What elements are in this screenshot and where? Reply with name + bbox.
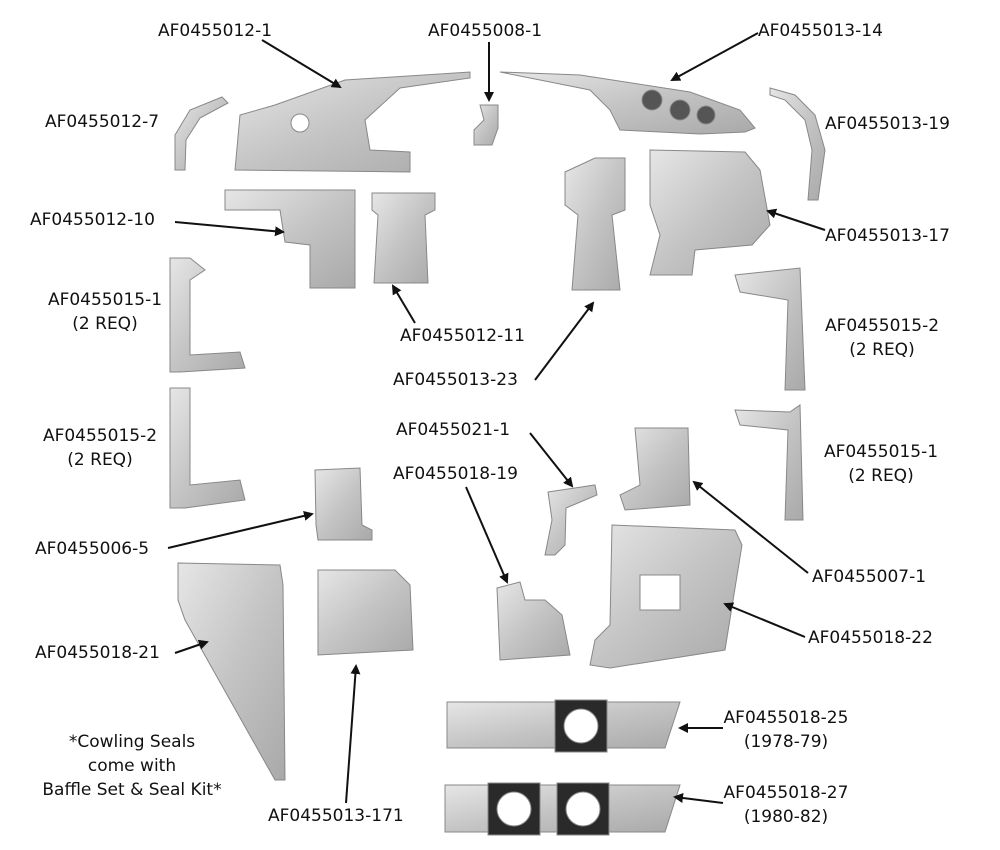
arrow-af0455013-171: [345, 664, 361, 804]
arrow-af0455018-21: [174, 639, 209, 654]
label-af0455007-1: AF0455007-1: [812, 567, 927, 587]
part-af0455015-1-right: [734, 404, 804, 521]
part-af0455012-11: [371, 192, 436, 284]
part-hole: [641, 89, 663, 111]
label-af0455013-171: AF0455013-171: [268, 806, 404, 826]
arrow-af0455018-22: [723, 602, 806, 638]
label-af0455015-1-left: AF0455015-1: [47, 290, 163, 310]
label-af0455018-19: AF0455018-19: [393, 464, 518, 484]
label-af0455006-5: AF0455006-5: [35, 539, 150, 559]
label-af0455013-23: AF0455013-23: [393, 370, 518, 390]
label-af0455013-19: AF0455013-19: [825, 114, 950, 134]
part-af0455006-5: [314, 467, 373, 541]
part-cutout: [639, 574, 681, 611]
label-af0455015-1-right: AF0455015-1: [823, 442, 939, 462]
part-af0455012-7: [174, 96, 229, 171]
label-af0455012-1: AF0455012-1: [158, 21, 273, 41]
part-hole: [696, 105, 716, 125]
label-af0455013-17: AF0455013-17: [825, 226, 950, 246]
part-af0455013-171: [317, 569, 414, 656]
part-hole: [563, 708, 599, 744]
part-af0455007-1: [619, 427, 691, 511]
arrow-af0455013-17: [766, 208, 826, 231]
part-af0455015-2-left: [169, 387, 246, 509]
label-af0455018-21: AF0455018-21: [35, 643, 160, 663]
arrow-af0455006-5: [167, 510, 314, 549]
label-af0455013-14: AF0455013-14: [758, 21, 883, 41]
part-af0455013-19: [769, 87, 826, 201]
part-hole: [496, 791, 532, 827]
part-hole: [565, 791, 601, 827]
label-af0455018-22: AF0455018-22: [808, 628, 933, 648]
label-af0455018-27-years: (1980-82): [743, 807, 829, 827]
part-af0455013-14: [499, 71, 756, 135]
label-af0455018-27: AF0455018-27: [723, 783, 849, 803]
label-af0455012-11: AF0455012-11: [400, 326, 525, 346]
arrow-af0455012-11: [391, 284, 416, 324]
part-af0455012-10: [224, 189, 356, 289]
arrow-af0455021-1: [529, 432, 574, 488]
note-line-3: Baffle Set & Seal Kit*: [42, 780, 222, 800]
label-af0455012-7: AF0455012-7: [45, 112, 160, 132]
label-af0455008-1: AF0455008-1: [428, 21, 543, 41]
label-af0455021-1: AF0455021-1: [396, 420, 511, 440]
label-af0455015-1-left-req: (2 REQ): [72, 314, 138, 334]
part-hole: [669, 99, 691, 121]
arrow-af0455018-27: [673, 793, 724, 804]
part-hole: [290, 113, 310, 133]
part-af0455021-1: [544, 484, 598, 556]
arrow-af0455013-14: [670, 32, 759, 81]
arrow-af0455007-1: [692, 480, 809, 574]
part-af0455008-1: [473, 104, 499, 146]
label-af0455012-10: AF0455012-10: [30, 210, 155, 230]
label-af0455018-25-years: (1978-79): [743, 732, 829, 752]
part-af0455013-17: [649, 149, 771, 276]
label-af0455015-2-left-req: (2 REQ): [67, 450, 133, 470]
note-line-1: *Cowling Seals: [68, 732, 196, 752]
label-af0455018-25: AF0455018-25: [723, 708, 849, 728]
arrow-af0455013-23: [534, 301, 595, 381]
arrow-af0455018-19: [465, 486, 509, 584]
label-af0455015-2-left: AF0455015-2: [42, 426, 158, 446]
arrow-af0455012-10: [174, 221, 285, 237]
part-af0455013-23: [564, 157, 626, 291]
part-af0455015-2-right: [734, 267, 806, 391]
part-af0455015-1-left: [169, 257, 246, 373]
label-af0455015-1-right-req: (2 REQ): [848, 466, 914, 486]
part-af0455012-1: [234, 71, 471, 173]
part-af0455018-21: [177, 562, 286, 781]
label-af0455015-2-right: AF0455015-2: [824, 316, 940, 336]
part-af0455018-19: [496, 581, 571, 661]
note-line-2: come with: [87, 756, 177, 776]
arrow-af0455012-1: [261, 39, 342, 89]
label-af0455015-2-right-req: (2 REQ): [849, 340, 915, 360]
